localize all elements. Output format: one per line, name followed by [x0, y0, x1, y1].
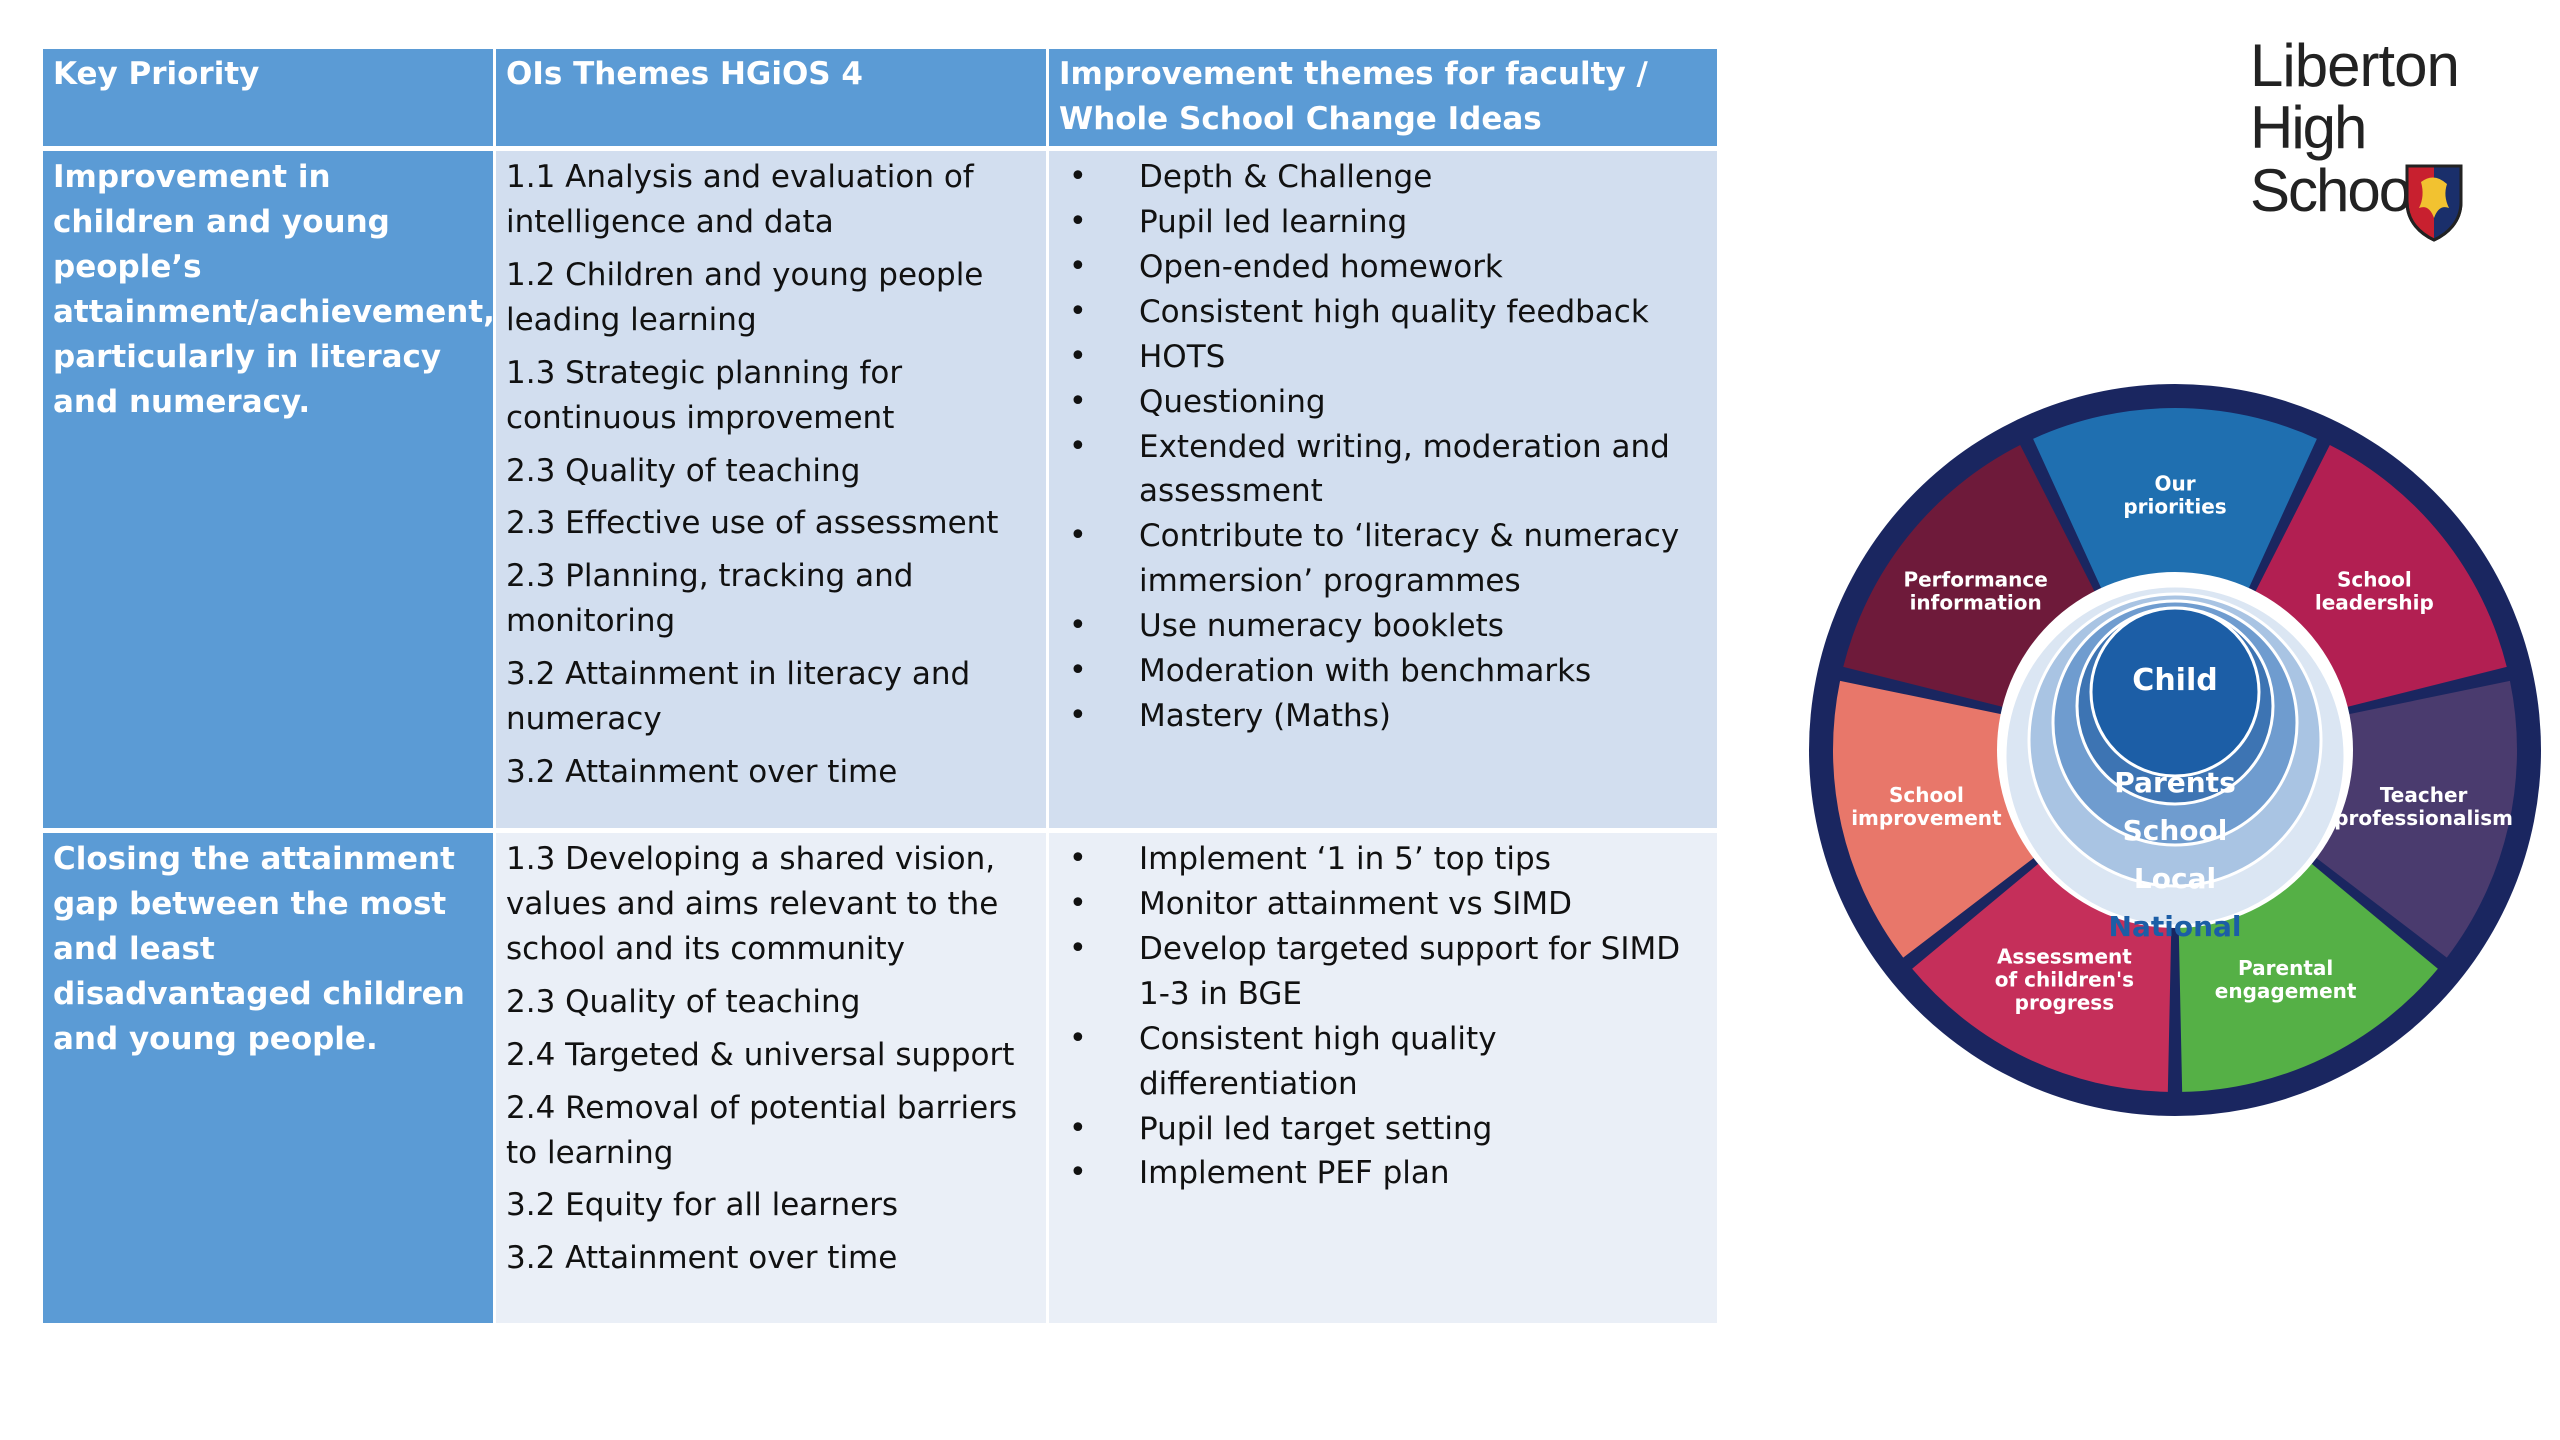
change-ideas-list: Implement ‘1 in 5’ top tips Monitor atta…: [1059, 837, 1707, 1197]
change-ideas-cell: Implement ‘1 in 5’ top tips Monitor atta…: [1049, 832, 1717, 1323]
ois-themes-cell: 1.3 Developing a shared vision, values a…: [496, 832, 1049, 1323]
list-item: Consistent high quality differentiation: [1059, 1017, 1707, 1107]
logo-line-1: Liberton: [2250, 32, 2460, 99]
list-item: Extended writing, moderation and assessm…: [1059, 425, 1707, 515]
theme-item: 2.4 Targeted & universal support: [506, 1036, 1015, 1073]
list-item: Develop targeted support for SIMD 1-3 in…: [1059, 927, 1707, 1017]
list-item: HOTS: [1059, 335, 1707, 380]
theme-item: 2.3 Quality of teaching: [506, 983, 861, 1020]
theme-item: 2.3 Effective use of assessment: [506, 505, 999, 542]
theme-item: 3.2 Attainment over time: [506, 754, 898, 791]
ois-themes-cell: 1.1 Analysis and evaluation of intellige…: [496, 150, 1049, 833]
table-header-row: Key Priority OIs Themes HGiOS 4 Improvem…: [43, 49, 1717, 151]
table-row: Improvement in children and young people…: [43, 150, 1717, 833]
theme-item: 2.3 Planning, tracking and monitoring: [506, 558, 914, 640]
header-improvement-themes: Improvement themes for faculty / Whole S…: [1049, 49, 1717, 151]
key-priority-cell: Improvement in children and young people…: [43, 150, 496, 833]
list-item: Consistent high quality feedback: [1059, 290, 1707, 335]
school-crest-icon: [2405, 164, 2463, 242]
wheel-ring-label: National: [2109, 910, 2242, 943]
improvement-plan-table: Key Priority OIs Themes HGiOS 4 Improvem…: [43, 49, 1717, 1323]
list-item: Questioning: [1059, 380, 1707, 425]
change-ideas-list: Depth & Challenge Pupil led learning Ope…: [1059, 155, 1707, 739]
theme-item: 2.4 Removal of potential barriers to lea…: [506, 1089, 1018, 1171]
school-logo: Liberton High School: [2250, 32, 2530, 224]
theme-item: 3.2 Attainment over time: [506, 1240, 898, 1277]
list-item: Pupil led target setting: [1059, 1107, 1707, 1152]
theme-item: 3.2 Equity for all learners: [506, 1187, 899, 1224]
wheel-ring: [2089, 606, 2261, 778]
list-item: Contribute to ‘literacy & numeracy immer…: [1059, 514, 1707, 604]
wheel-ring-label: Parents: [2114, 766, 2235, 799]
logo-line-2: High School: [2250, 94, 2423, 224]
wheel-ring-label: Local: [2134, 862, 2216, 895]
list-item: Implement ‘1 in 5’ top tips: [1059, 837, 1707, 882]
theme-item: 1.3 Strategic planning for continuous im…: [506, 354, 903, 436]
header-key-priority: Key Priority: [43, 49, 496, 151]
table-row: Closing the attainment gap between the m…: [43, 832, 1717, 1323]
list-item: Open-ended homework: [1059, 245, 1707, 290]
theme-item: 1.1 Analysis and evaluation of intellige…: [506, 158, 974, 240]
list-item: Moderation with benchmarks: [1059, 649, 1707, 694]
key-priority-cell: Closing the attainment gap between the m…: [43, 832, 496, 1323]
list-item: Depth & Challenge: [1059, 155, 1707, 200]
change-ideas-cell: Depth & Challenge Pupil led learning Ope…: [1049, 150, 1717, 833]
theme-item: 2.3 Quality of teaching: [506, 452, 861, 489]
theme-item: 1.3 Developing a shared vision, values a…: [506, 840, 999, 967]
list-item: Pupil led learning: [1059, 200, 1707, 245]
wheel-segment: [2033, 408, 2317, 614]
wheel-ring-label: School: [2123, 814, 2228, 847]
theme-item: 1.2 Children and young people leading le…: [506, 256, 984, 338]
list-item: Implement PEF plan: [1059, 1151, 1707, 1196]
theme-item: 3.2 Attainment in literacy and numeracy: [506, 656, 971, 738]
list-item: Use numeracy booklets: [1059, 604, 1707, 649]
list-item: Mastery (Maths): [1059, 694, 1707, 739]
list-item: Monitor attainment vs SIMD: [1059, 882, 1707, 927]
header-ois-themes: OIs Themes HGiOS 4: [496, 49, 1049, 151]
wheel-ring-label: Child: [2132, 663, 2217, 698]
